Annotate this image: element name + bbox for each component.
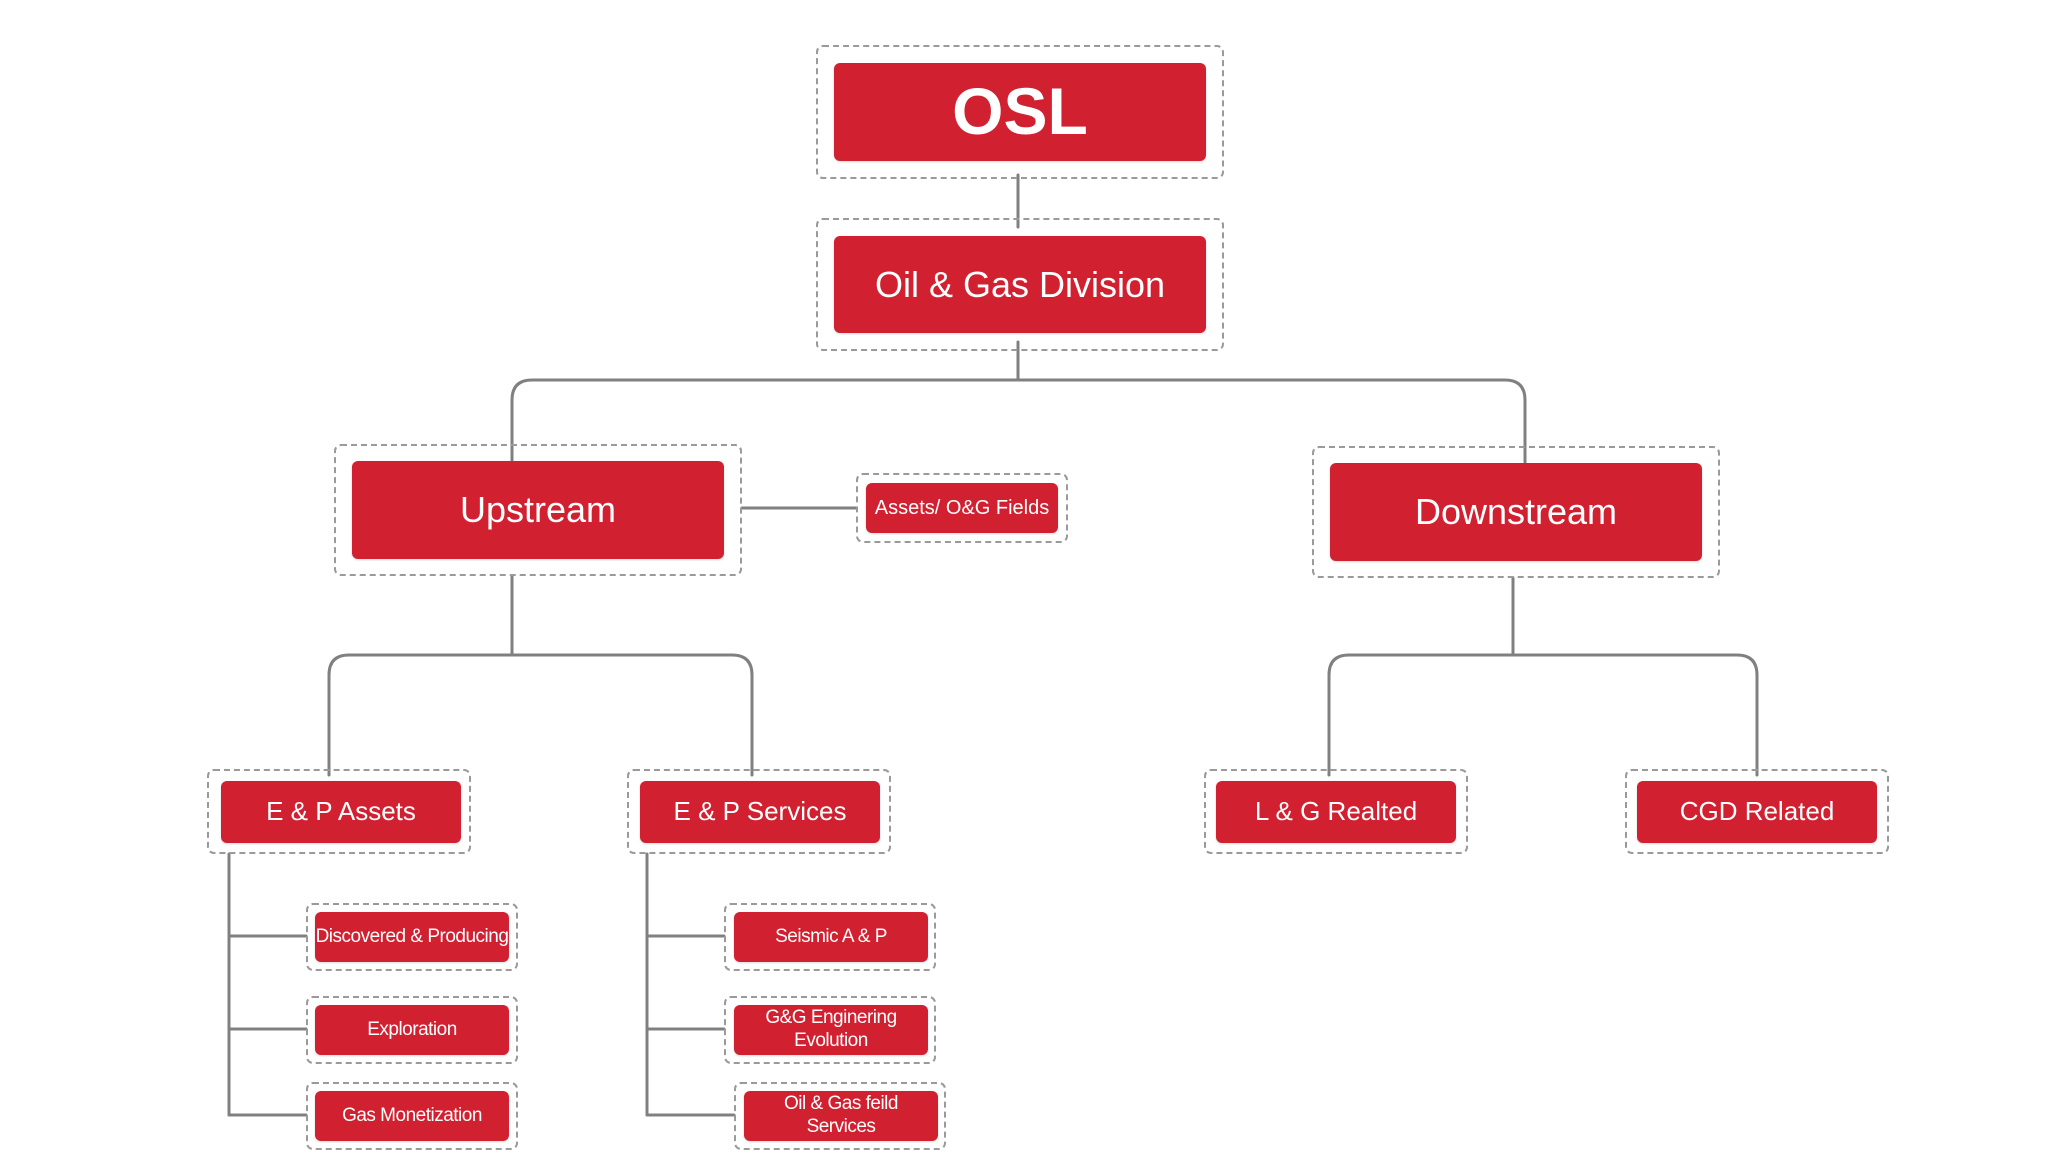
division-frame xyxy=(816,218,1224,351)
division-node[interactable]: Oil & Gas Division xyxy=(834,236,1206,333)
osl-label: OSL xyxy=(952,74,1088,149)
ep-services-frame xyxy=(627,769,891,854)
upstream-node[interactable]: Upstream xyxy=(352,461,724,559)
exploration-label: Exploration xyxy=(367,1018,457,1040)
osl-frame xyxy=(816,45,1224,179)
exploration-frame xyxy=(306,996,518,1064)
division-label: Oil & Gas Division xyxy=(874,263,1166,305)
connector-downstream-cgd xyxy=(1511,653,1759,777)
gas-monetization-frame xyxy=(306,1082,518,1150)
ep-assets-node[interactable]: E & P Assets xyxy=(221,781,461,843)
lg-frame xyxy=(1204,769,1468,854)
discovered-label: Discovered & Producing xyxy=(315,925,509,947)
assets-fields-frame xyxy=(856,473,1068,543)
seismic-label: Seismic A & P xyxy=(775,925,887,947)
ep-assets-label: E & P Assets xyxy=(266,796,416,827)
connector-division-downstream xyxy=(1016,378,1527,464)
exploration-node[interactable]: Exploration xyxy=(315,1005,509,1055)
upstream-frame xyxy=(334,444,742,576)
ep-assets-frame xyxy=(207,769,471,854)
cgd-node[interactable]: CGD Related xyxy=(1637,781,1877,843)
discovered-node[interactable]: Discovered & Producing xyxy=(315,912,509,962)
gas-monetization-node[interactable]: Gas Monetization xyxy=(315,1091,509,1141)
cgd-label: CGD Related xyxy=(1679,796,1835,827)
connector-division-upstream xyxy=(510,378,1020,464)
oil-gas-services-node[interactable]: Oil & Gas feild Services xyxy=(744,1091,938,1141)
gg-engineering-frame xyxy=(724,996,936,1064)
lg-node[interactable]: L & G Realted xyxy=(1216,781,1456,843)
ep-services-node[interactable]: E & P Services xyxy=(640,781,880,843)
oil-gas-services-frame xyxy=(734,1082,946,1150)
ep-services-label: E & P Services xyxy=(673,796,847,827)
lg-label: L & G Realted xyxy=(1254,796,1418,827)
downstream-frame xyxy=(1312,446,1720,578)
downstream-node[interactable]: Downstream xyxy=(1330,463,1702,561)
osl-node[interactable]: OSL xyxy=(834,63,1206,161)
seismic-frame xyxy=(724,903,936,971)
oil-gas-services-label: Oil & Gas feild Services xyxy=(784,1093,898,1137)
connector-downstream-lg xyxy=(1327,653,1515,777)
seismic-node[interactable]: Seismic A & P xyxy=(734,912,928,962)
gas-monetization-label: Gas Monetization xyxy=(342,1104,482,1126)
gg-engineering-label: G&G Enginering Evolution xyxy=(765,1007,897,1051)
cgd-frame xyxy=(1625,769,1889,854)
connector-upstream-services xyxy=(510,653,754,777)
downstream-label: Downstream xyxy=(1414,491,1618,533)
gg-engineering-node[interactable]: G&G Enginering Evolution xyxy=(734,1005,928,1055)
discovered-frame xyxy=(306,903,518,971)
assets-fields-label: Assets/ O&G Fields xyxy=(874,497,1050,519)
upstream-label: Upstream xyxy=(459,489,617,531)
connector-upstream-assets xyxy=(327,653,514,777)
assets-fields-node[interactable]: Assets/ O&G Fields xyxy=(866,483,1058,533)
